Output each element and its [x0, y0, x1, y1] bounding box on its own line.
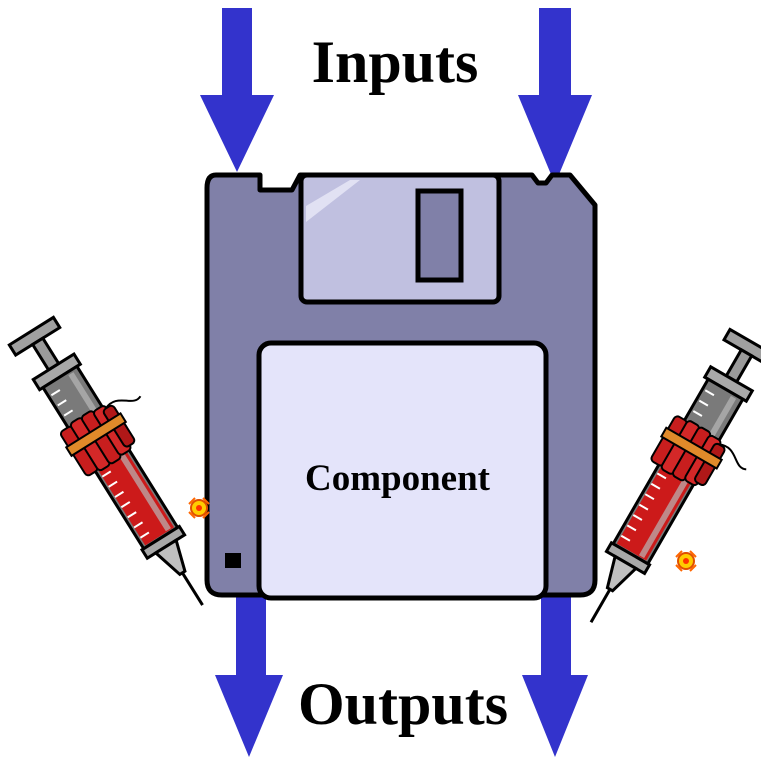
write-protect-notch: [225, 553, 241, 568]
disk-shutter-window: [415, 188, 464, 283]
input-arrow-right: [518, 8, 592, 184]
inputs-label: Inputs: [311, 29, 479, 95]
output-arrow-left: [215, 595, 283, 757]
component-label: Component: [304, 458, 491, 499]
outputs-label: Outputs: [297, 671, 509, 737]
output-arrow-right: [522, 595, 588, 757]
disk-label-area: [256, 340, 549, 601]
input-arrow-left: [200, 8, 274, 172]
floppy-disk-icon: [204, 172, 598, 601]
fuse-spark-left-icon: [188, 497, 210, 519]
fuse-spark-right-icon: [675, 550, 697, 572]
